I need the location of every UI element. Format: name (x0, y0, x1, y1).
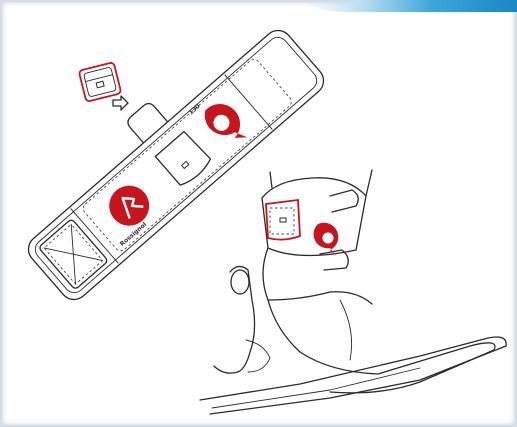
ski-edge (212, 368, 420, 408)
strap-inner-edge (31, 33, 321, 296)
liner-top (231, 270, 249, 294)
liner-strap (246, 340, 270, 372)
boot-shell-lower (263, 248, 495, 393)
boot-velcro-patch (266, 200, 300, 240)
boot-cuff-top (262, 170, 372, 198)
strap-tab (125, 101, 168, 143)
pin-marker-icon (199, 96, 254, 152)
boot-flex-line (268, 292, 372, 304)
buckle-lower (320, 250, 348, 270)
strap-outline (23, 25, 329, 305)
buckle-upper (330, 190, 358, 212)
boot-heel-line (340, 300, 352, 360)
boot (200, 170, 506, 414)
boot-shell-upper (262, 196, 366, 256)
brand-logo-icon (101, 177, 157, 233)
detached-patch (79, 62, 122, 102)
strap-end-pad (38, 219, 108, 290)
arrow-right-icon (113, 96, 128, 110)
strap: Rossignol 130 (4, 4, 329, 306)
stitch-zone (81, 57, 294, 253)
